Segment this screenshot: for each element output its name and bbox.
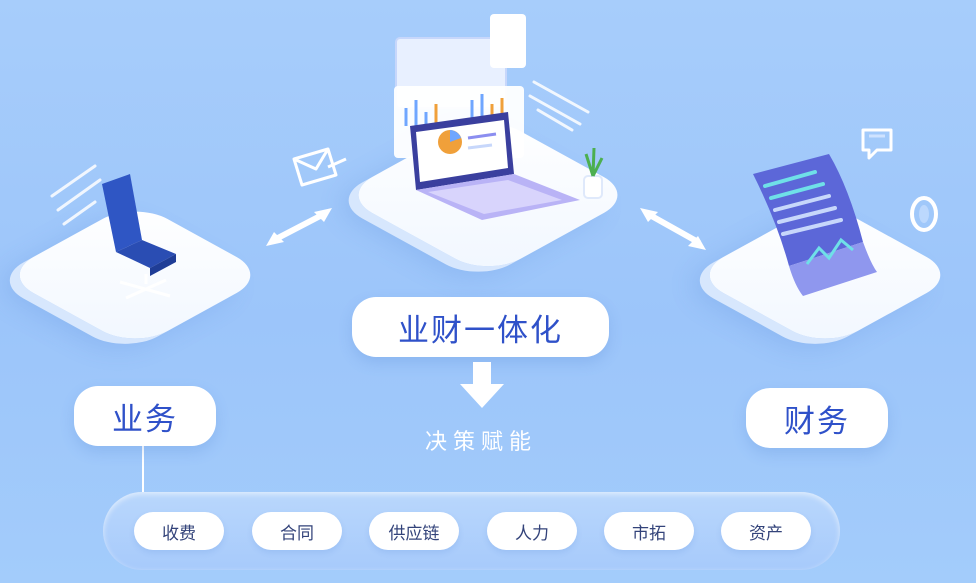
center-title: 业财一体化	[352, 297, 609, 357]
module-assets: 资产	[721, 512, 811, 550]
arrow-down-icon	[460, 362, 504, 408]
double-arrow-icon	[640, 208, 706, 250]
chat-bubble-icon	[861, 128, 893, 160]
module-market: 市拓	[604, 512, 694, 550]
module-bar	[103, 492, 840, 570]
module-contract: 合同	[252, 512, 342, 550]
envelope-icon	[292, 147, 347, 187]
business-label: 业务	[74, 386, 216, 446]
chair-icon	[102, 174, 176, 300]
double-arrow-icon	[266, 208, 332, 246]
module-supply-chain: 供应链	[369, 512, 459, 550]
laptop-icon	[394, 14, 604, 220]
finance-label: 财务	[746, 388, 888, 448]
center-subtitle: 决策赋能	[424, 430, 537, 455]
module-fee: 收费	[134, 512, 224, 550]
document-icon	[753, 154, 877, 296]
ring-icon	[910, 196, 938, 232]
module-hr: 人力	[487, 512, 577, 550]
